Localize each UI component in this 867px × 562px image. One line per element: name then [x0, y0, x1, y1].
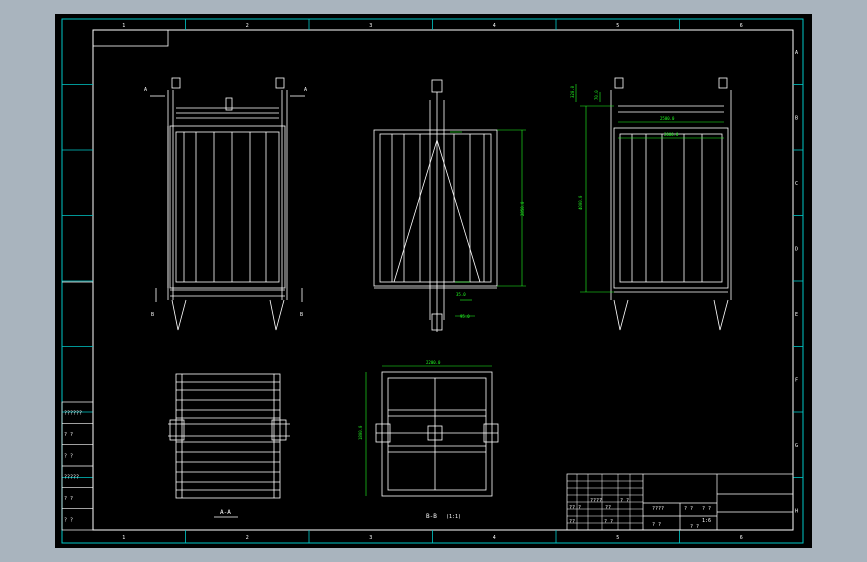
section-bb-height-dim: 1800.0: [358, 425, 363, 440]
zone-label-right: G: [795, 443, 798, 449]
title-cell-text: ????: [652, 506, 664, 512]
title-cell-text: ??: [569, 519, 575, 525]
title-cell-text: ? ?: [702, 506, 711, 512]
section-bb-width-dim: 2200.0: [426, 360, 441, 365]
drawing-sheet: [55, 14, 812, 548]
right-width-outer-dim: 2500.0: [660, 116, 675, 121]
zone-label-top: 4: [493, 23, 496, 29]
zone-label-bottom: 1: [122, 535, 125, 541]
zone-label-top: 3: [369, 23, 372, 29]
zone-label-right: H: [795, 508, 798, 514]
title-cell-text: ? ?: [684, 506, 693, 512]
section-mark-right: A: [304, 87, 307, 93]
title-block-grid: [567, 474, 643, 530]
zone-label-top: 6: [740, 23, 743, 29]
side-foot-dim-b: 95.0: [460, 314, 470, 319]
left-table-rows: ?????? ? ? ? ?????? ? ? ? ?: [62, 411, 93, 523]
title-cell-text: 1:6: [702, 518, 711, 524]
cut-mark-right: B: [300, 312, 303, 318]
corner-box: [92, 29, 169, 47]
title-block: [566, 473, 794, 531]
zone-label-bottom: 3: [369, 535, 372, 541]
zone-label-right: F: [795, 377, 798, 383]
title-cell-text: ??: [605, 505, 611, 511]
left-table-row: ? ?: [64, 432, 73, 438]
section-aa-label: A-A: [220, 509, 231, 516]
cut-mark-left: B: [151, 312, 154, 318]
title-cell-text: ? ?: [620, 498, 629, 504]
section-bb-label: B-B: [426, 513, 437, 520]
zone-label-right: D: [795, 246, 798, 252]
zone-label-top: 2: [246, 23, 249, 29]
section-mark-left: A: [144, 87, 147, 93]
side-dimensions: [450, 129, 526, 317]
title-cell-text: ?? ?: [569, 505, 581, 511]
right-top-dim-a: 320.0: [570, 85, 575, 98]
side-height-dim: 2850.0: [520, 201, 525, 216]
left-table-row: ?????: [64, 475, 79, 481]
zone-label-right: E: [795, 312, 798, 318]
front-view[interactable]: [150, 77, 305, 331]
right-height-dim: 4000.0: [578, 195, 583, 210]
zone-label-right: B: [795, 115, 798, 121]
right-top-dim-b: 70.0: [594, 90, 599, 100]
inner-frame: [92, 29, 794, 531]
title-cell-text: ? ?: [604, 519, 613, 525]
zone-label-bottom: 6: [740, 535, 743, 541]
right-width-inner-dim: 2000.0: [664, 132, 679, 137]
zone-label-bottom: 4: [493, 535, 496, 541]
left-table-row: ? ?: [64, 453, 73, 459]
right-dimensions: [575, 84, 724, 293]
section-bb-view[interactable]: [375, 371, 499, 497]
right-view[interactable]: [610, 77, 732, 331]
zone-label-bottom: 2: [246, 535, 249, 541]
left-table-row: ??????: [64, 411, 82, 417]
section-bb-dimensions: [365, 365, 492, 496]
left-table-row: ? ?: [64, 496, 73, 502]
side-foot-dim-a: 35.0: [456, 292, 466, 297]
zone-label-right: C: [795, 181, 798, 187]
title-cell-text: ? ?: [652, 522, 661, 528]
section-bb-scale: (1:1): [446, 514, 461, 520]
title-cell-text: ????: [590, 498, 602, 504]
zone-label-top: 5: [616, 23, 619, 29]
side-view[interactable]: [373, 79, 498, 332]
left-table-row: ? ?: [64, 517, 73, 523]
zone-label-right: A: [795, 50, 798, 56]
title-block-cells: ?? ?????? ???????? ?? ???? ?1:6? ?? ?: [569, 498, 711, 530]
section-aa-view[interactable]: [168, 373, 290, 499]
title-cell-text: ? ?: [690, 524, 699, 530]
zone-label-top: 1: [122, 23, 125, 29]
zone-label-bottom: 5: [616, 535, 619, 541]
